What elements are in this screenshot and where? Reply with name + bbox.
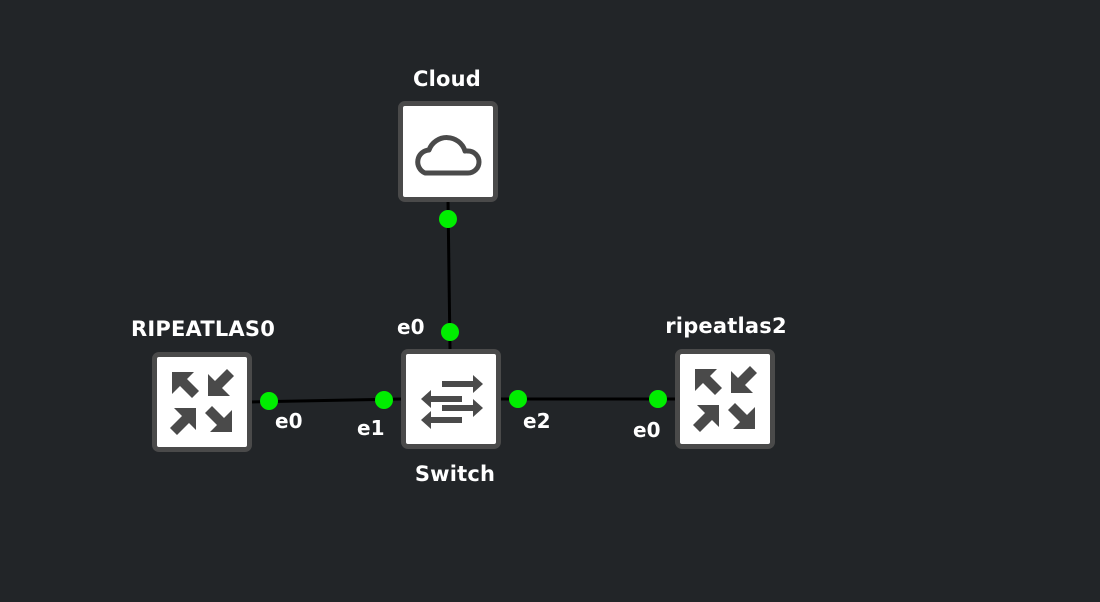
vpc-arrows-icon — [170, 369, 234, 435]
switch-port-e1[interactable] — [375, 391, 393, 409]
ripeatlas2-port-e0-label: e0 — [633, 418, 661, 442]
ripeatlas2-port-e0[interactable] — [649, 390, 667, 408]
ripeatlas0-label: RIPEATLAS0 — [130, 317, 276, 341]
switch-port-e2-label: e2 — [523, 409, 551, 433]
cloud-node[interactable] — [398, 101, 498, 202]
switch-label: Switch — [414, 462, 496, 486]
switch-port-e0-label: e0 — [397, 315, 425, 339]
ripeatlas2-node[interactable] — [675, 349, 775, 449]
switch-port-e0[interactable] — [441, 323, 459, 341]
ripeatlas0-port-e0[interactable] — [260, 392, 278, 410]
cloud-icon — [415, 135, 482, 176]
cloud-port-e0[interactable] — [439, 210, 457, 228]
ripeatlas0-port-e0-label: e0 — [275, 409, 303, 433]
vpc-arrows-icon — [693, 366, 757, 432]
switch-node[interactable] — [401, 349, 501, 449]
switch-port-e2[interactable] — [509, 390, 527, 408]
cloud-label: Cloud — [412, 67, 482, 91]
switch-arrows-icon — [421, 375, 483, 429]
ripeatlas2-label: ripeatlas2 — [665, 314, 787, 338]
switch-port-e1-label: e1 — [357, 416, 385, 440]
ripeatlas0-node[interactable] — [152, 352, 252, 452]
